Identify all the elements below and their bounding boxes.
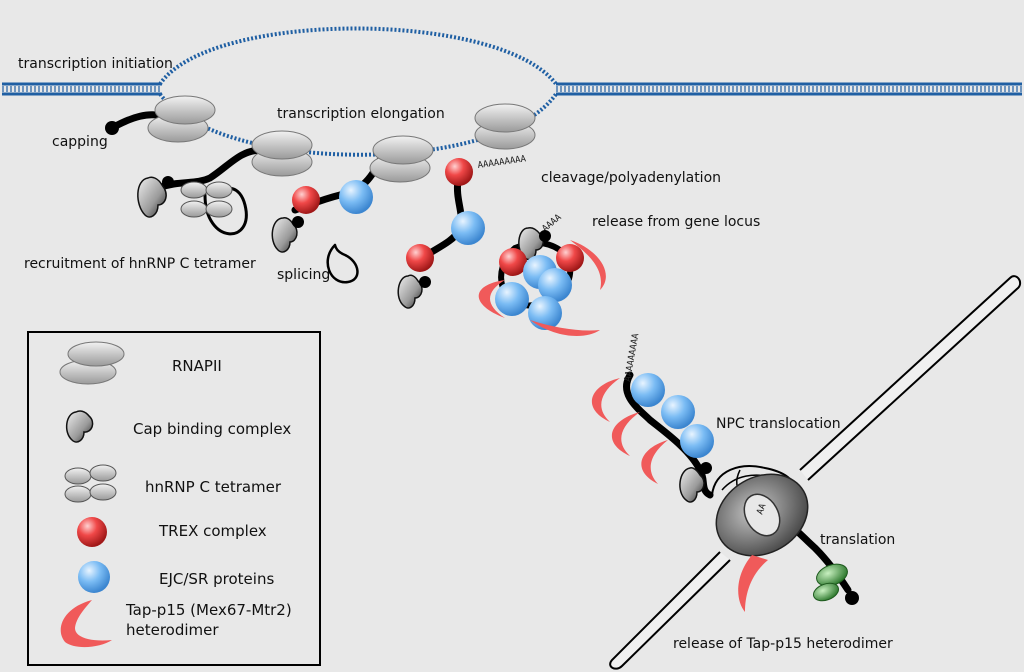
trex-released-right [556, 244, 584, 272]
ejc-cleavage [451, 211, 485, 245]
tap-released-cytoplasm [738, 555, 768, 612]
legend-rnapii-label: RNAPII [172, 357, 222, 375]
trex-cleavage-top [445, 158, 473, 186]
tap-released-left [478, 280, 505, 318]
nuclear-envelope-upper [799, 275, 1022, 481]
label-npc-translocation: NPC translocation [716, 416, 841, 432]
legend-tap-label-1: Tap-p15 (Mex67-Mtr2) [125, 601, 292, 619]
polya-tail-npc: AAAAAAAAA [623, 332, 641, 382]
trex-released-left [499, 248, 527, 276]
polya-tail-cleavage: AAAAAAAAA [477, 154, 527, 171]
rnapii-group [147, 95, 536, 183]
transcription-bubble-top [158, 26, 558, 86]
label-transcription-elongation: transcription elongation [277, 106, 445, 122]
legend-cap-binding-icon [65, 410, 94, 443]
legend-tap-icon [60, 600, 112, 648]
ejc-released-3 [495, 282, 529, 316]
ejc-released-4 [528, 296, 562, 330]
rnapii-elongation [369, 135, 434, 183]
ejc-npc-1 [631, 373, 665, 407]
label-capping: capping [52, 134, 108, 150]
label-release-gene-locus: release from gene locus [592, 214, 760, 230]
cbc-released [518, 227, 544, 261]
rnapii-cleavage [474, 103, 536, 150]
legend-trex-icon [77, 517, 107, 547]
tap-npc-2 [611, 412, 640, 456]
cbc-cleavage [397, 274, 423, 309]
cbc-hnrnp [137, 176, 167, 218]
tap-npc-1 [591, 378, 620, 422]
cap-cleavage [419, 276, 431, 288]
nuclear-pore-complex [715, 473, 809, 557]
dna-left-segment [2, 82, 162, 96]
cbc-splicing [271, 217, 298, 253]
legend-ejc-label: EJC/SR proteins [159, 570, 274, 588]
label-transcription-initiation: transcription initiation [18, 56, 173, 72]
legend: RNAPII Cap binding complex hnRNP C tetra… [27, 331, 321, 666]
nuclear-envelope-lower [609, 551, 731, 670]
trex-elongation [292, 186, 320, 214]
ejc-released-2 [538, 268, 572, 302]
cbc-npc [679, 467, 705, 503]
tap-released-bottom [530, 320, 600, 336]
cap-hnrnp [162, 176, 174, 188]
legend-rnapii-icon [59, 341, 125, 385]
splicing-lariat [326, 243, 359, 284]
legend-cap-binding-label: Cap binding complex [133, 420, 291, 438]
label-splicing: splicing [277, 267, 330, 283]
label-release-tap-p15: release of Tap-p15 heterodimer [673, 636, 893, 652]
legend-trex-label: TREX complex [158, 522, 267, 540]
legend-hnrnp-label: hnRNP C tetramer [145, 478, 282, 496]
rnapii-hnrnp [251, 130, 313, 177]
ribosome [812, 563, 848, 602]
ejc-sr-proteins [339, 180, 714, 458]
ejc-npc-3 [680, 424, 714, 458]
legend-hnrnp-icon [64, 464, 117, 503]
cap-translation [845, 591, 859, 605]
mrna-hnrnp [154, 146, 266, 192]
label-recruitment-hnrnp: recruitment of hnRNP C tetramer [24, 256, 256, 272]
cap-binding-complexes [137, 176, 705, 503]
cap-splicing [292, 216, 304, 228]
legend-ejc-icon [78, 561, 110, 593]
ejc-npc-2 [661, 395, 695, 429]
tap-npc-3 [641, 440, 668, 484]
ejc-elongation [339, 180, 373, 214]
cap-npc [700, 462, 712, 474]
label-cleavage-polyadenylation: cleavage/polyadenylation [541, 170, 721, 186]
rnapii-capping [147, 95, 216, 143]
cap-released [539, 230, 551, 242]
dna-right-segment [556, 82, 1022, 96]
label-translation: translation [820, 532, 895, 548]
hnrnp-tetramer [180, 181, 233, 218]
tap-p15-heterodimers [478, 240, 768, 612]
nuclear-envelope: AA [609, 275, 1022, 670]
process-labels: transcription initiation capping transcr… [18, 56, 895, 652]
trex-complexes [292, 158, 584, 276]
mrna-caps [105, 121, 859, 605]
legend-tap-label-2: heterodimer [126, 621, 219, 639]
cap-capping [105, 121, 119, 135]
trex-cleavage-bottom [406, 244, 434, 272]
tap-released-right [570, 240, 606, 290]
polya-tail-pore: AA [755, 502, 768, 516]
